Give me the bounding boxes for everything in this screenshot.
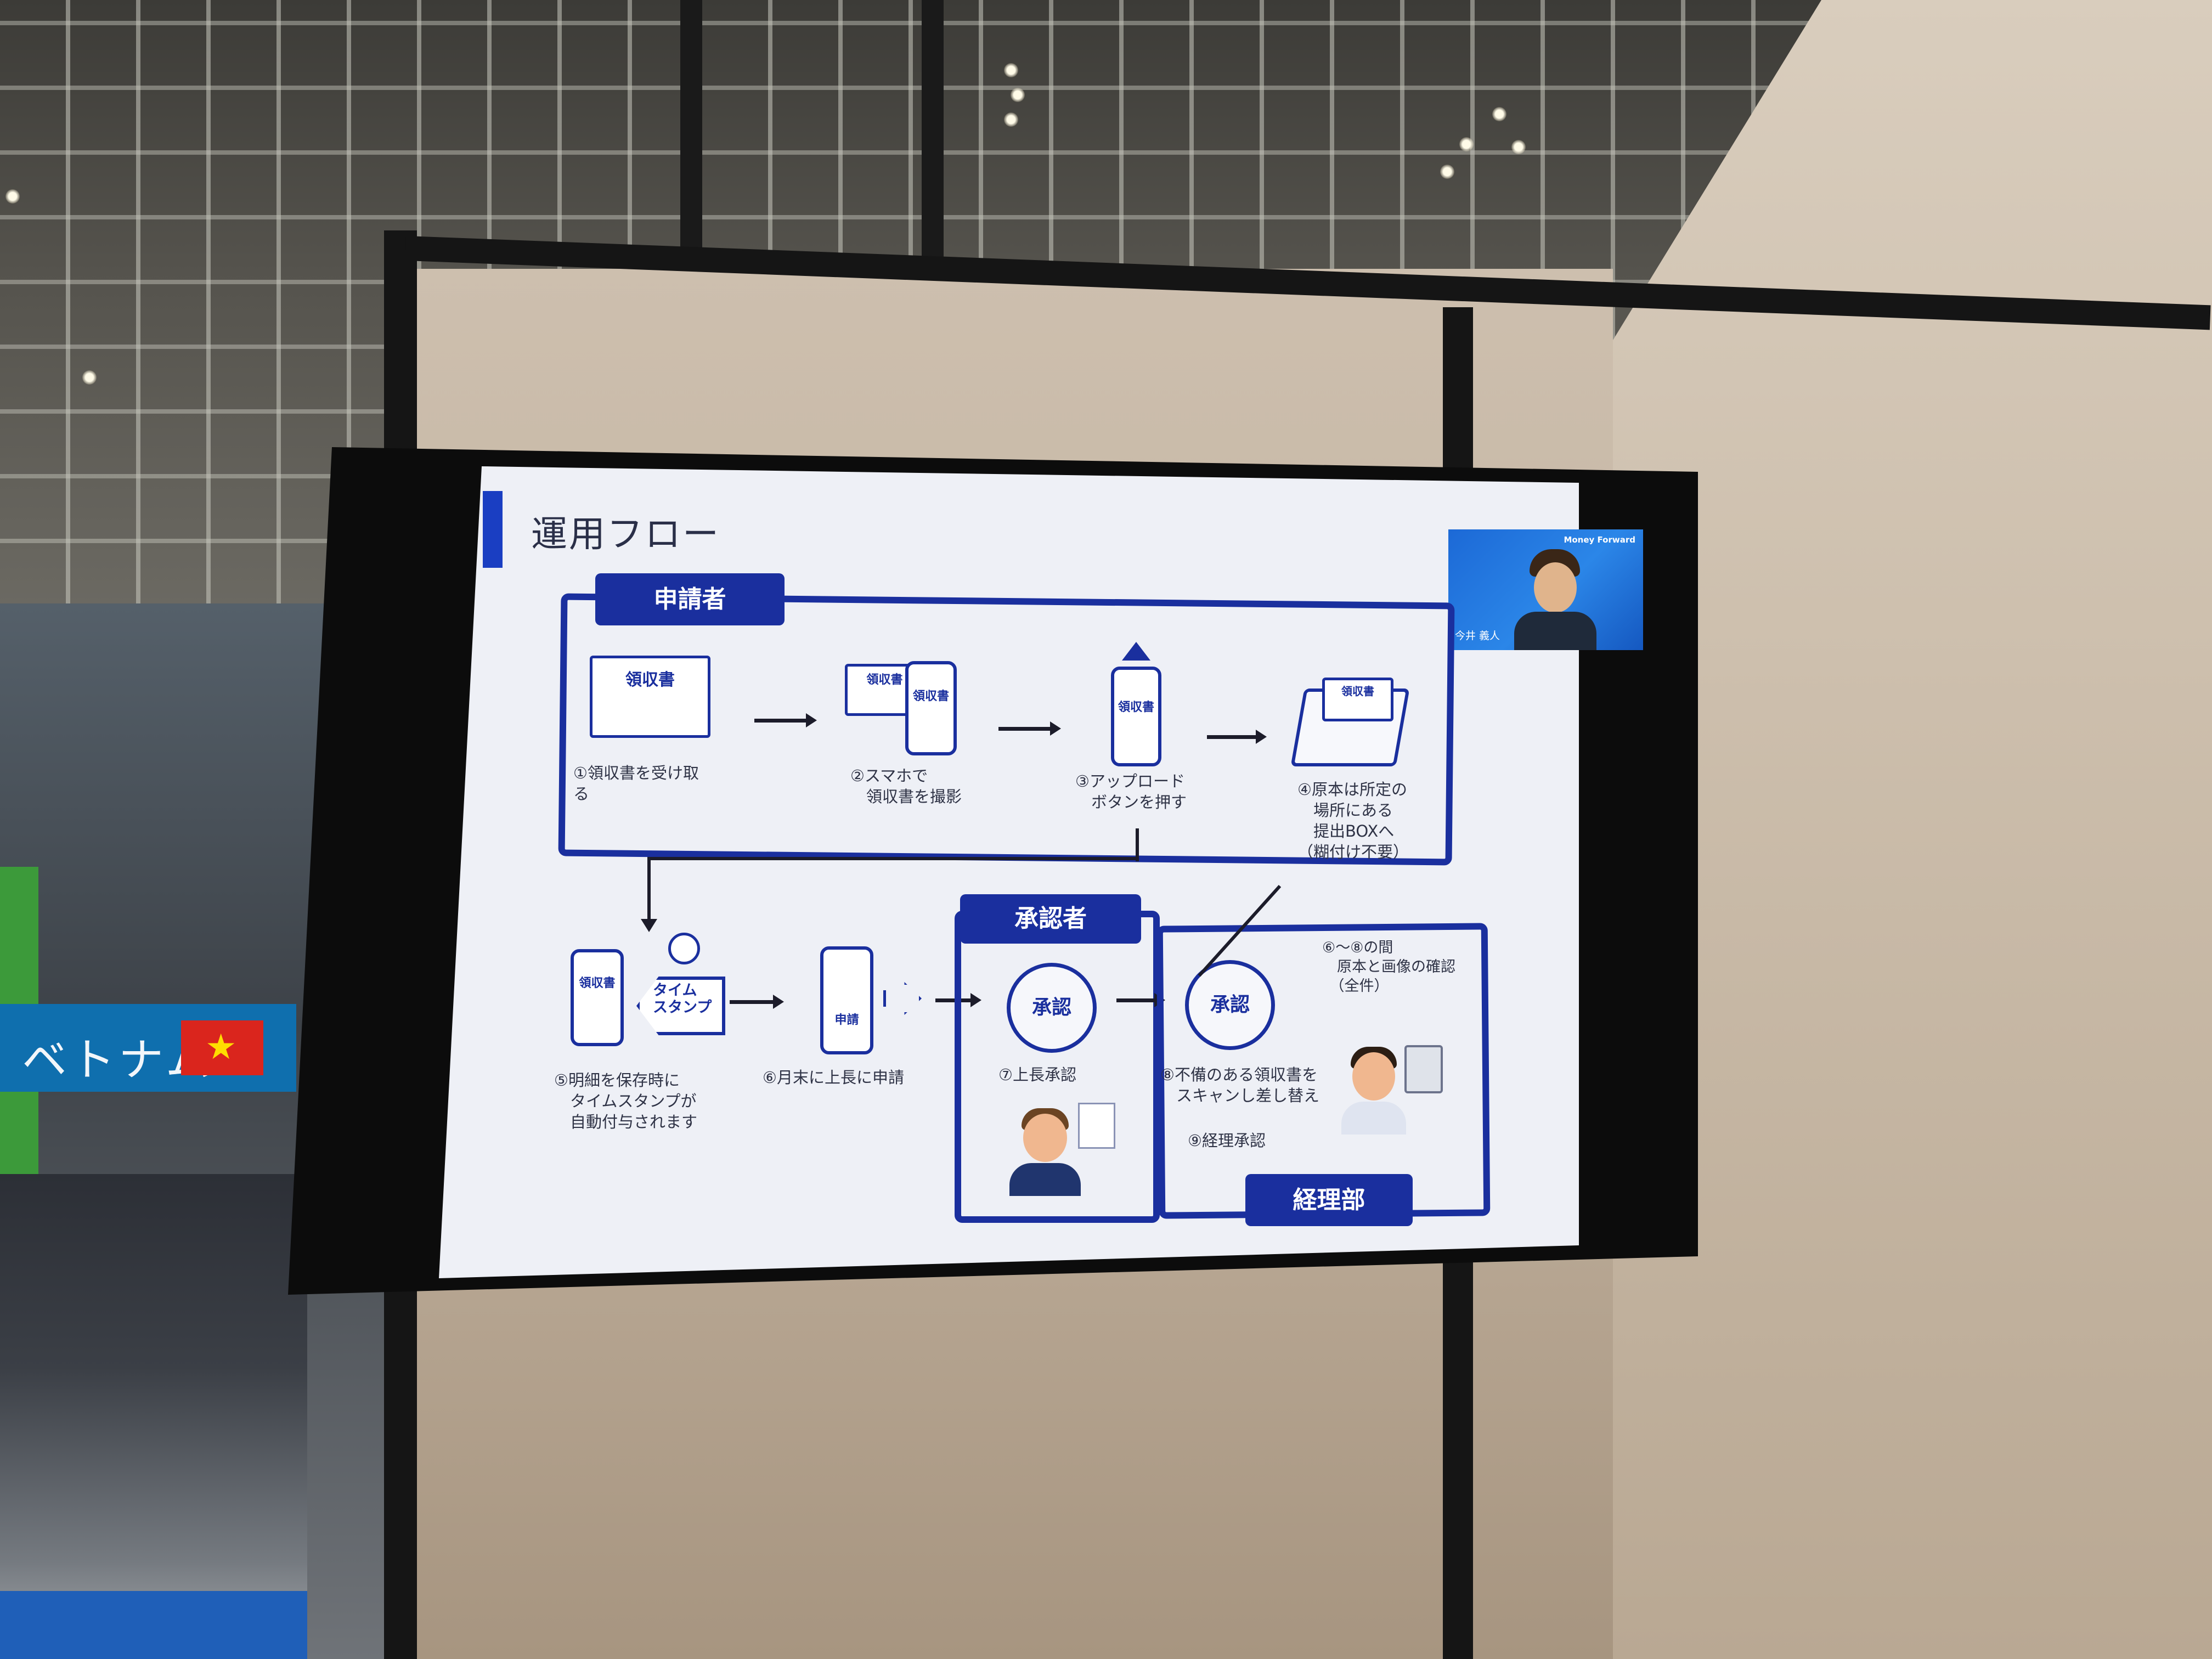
- checklist-icon: [1078, 1103, 1115, 1149]
- upload-phone-icon: 領収書: [1111, 667, 1161, 766]
- request-phone-icon: 申請: [820, 946, 873, 1054]
- accounting-tag: 経理部: [1245, 1174, 1413, 1226]
- connector-line: [647, 857, 651, 923]
- phone6-label: 申請: [834, 1013, 859, 1027]
- note-text: ⑥〜⑧の間 原本と画像の確認 （全件）: [1322, 939, 1455, 995]
- receipt-icon: 領収書: [590, 656, 710, 738]
- applicant-tag: 申請者: [595, 573, 785, 625]
- accountant-icon: [1352, 1052, 1395, 1101]
- ceiling-light: [1011, 88, 1025, 102]
- step-2-text: ②スマホで 領収書を撮影: [850, 766, 962, 806]
- flow-arrow: [1207, 730, 1267, 744]
- ceiling-light: [1004, 112, 1018, 127]
- flow-arrow: [998, 721, 1061, 736]
- calculator-icon: [1404, 1045, 1443, 1093]
- phone5-label: 領収書: [579, 977, 616, 990]
- ceiling-light: [1492, 107, 1506, 121]
- step-5-text: ⑤明細を保存時に タイムスタンプが 自動付与されます: [554, 1071, 698, 1131]
- title-accent-bar: [483, 491, 503, 568]
- slide-title: 運用フロー: [531, 513, 720, 555]
- supervisor-icon: [1023, 1114, 1067, 1162]
- clock-icon: [668, 933, 700, 964]
- step-7-text: ⑦上長承認: [998, 1065, 1076, 1084]
- step-9-text: ⑨経理承認: [1188, 1131, 1266, 1150]
- folder-receipt-label: 領収書: [1341, 685, 1374, 698]
- connector-arrowhead: [641, 919, 657, 932]
- vietnam-flag-icon: ★: [181, 1020, 263, 1075]
- approve-stamp-icon: 承認: [1007, 963, 1097, 1053]
- upload-arrow-icon: [1122, 642, 1150, 661]
- timestamp-phone-icon: 領収書: [571, 949, 624, 1046]
- smartphone-icon: 領収書: [905, 661, 957, 755]
- timestamp-tag-label: タイム スタンプ: [653, 982, 712, 1016]
- step-4-text: ④原本は所定の 場所にある 提出BOXへ （糊付け不要）: [1297, 780, 1409, 861]
- step-6-text: ⑥月末に上長に申請: [763, 1068, 904, 1087]
- presenter-body: [1514, 612, 1596, 650]
- phone-receipt-label: 領収書: [912, 690, 949, 703]
- approve-stamp-icon: 承認: [1185, 960, 1275, 1050]
- ceiling-light: [1511, 140, 1526, 154]
- truss-post: [922, 0, 944, 274]
- upload-phone-label: 領収書: [1118, 701, 1154, 714]
- connector-line: [1136, 828, 1139, 861]
- folder-receipt-icon: 領収書: [1322, 678, 1393, 721]
- connector-line: [647, 857, 1138, 860]
- ceiling-light: [1440, 165, 1454, 179]
- flow-arrow: [1116, 993, 1165, 1007]
- step-3-text: ③アップロード ボタンを押す: [1075, 772, 1187, 811]
- ceiling-light: [5, 189, 20, 204]
- receipt-icon-label: 領収書: [625, 670, 675, 690]
- ceiling-light: [82, 370, 97, 385]
- presenter-head: [1534, 562, 1577, 613]
- presenter-name: 今井 義人: [1455, 630, 1500, 642]
- booth-sign-text: ベトナム: [22, 1034, 214, 1086]
- presenter-webcam: Money Forward 今井 義人: [1448, 529, 1643, 650]
- webcam-brand: Money Forward: [1564, 535, 1635, 545]
- flow-arrow: [730, 995, 784, 1009]
- booth-wall-right: [1613, 0, 2212, 1659]
- flow-arrow: [754, 713, 817, 727]
- blue-floor-carpet: [0, 1591, 307, 1659]
- crowd-of-visitors: [0, 1174, 307, 1659]
- ceiling-light: [1004, 63, 1018, 77]
- truss-post: [680, 0, 702, 274]
- flag-star-icon: ★: [205, 1027, 237, 1068]
- step-1-text: ①領収書を受け取 る: [573, 764, 699, 803]
- accountant-body: [1341, 1102, 1406, 1135]
- step-8-text: ⑧不備のある領収書を スキャンし差し替え: [1160, 1065, 1320, 1105]
- supervisor-body: [1009, 1163, 1081, 1196]
- approver-tag: 承認者: [960, 894, 1141, 944]
- ceiling-light: [1459, 137, 1474, 151]
- receipt-small-label: 領収書: [866, 673, 903, 687]
- timestamp-tag-icon: [636, 977, 725, 1035]
